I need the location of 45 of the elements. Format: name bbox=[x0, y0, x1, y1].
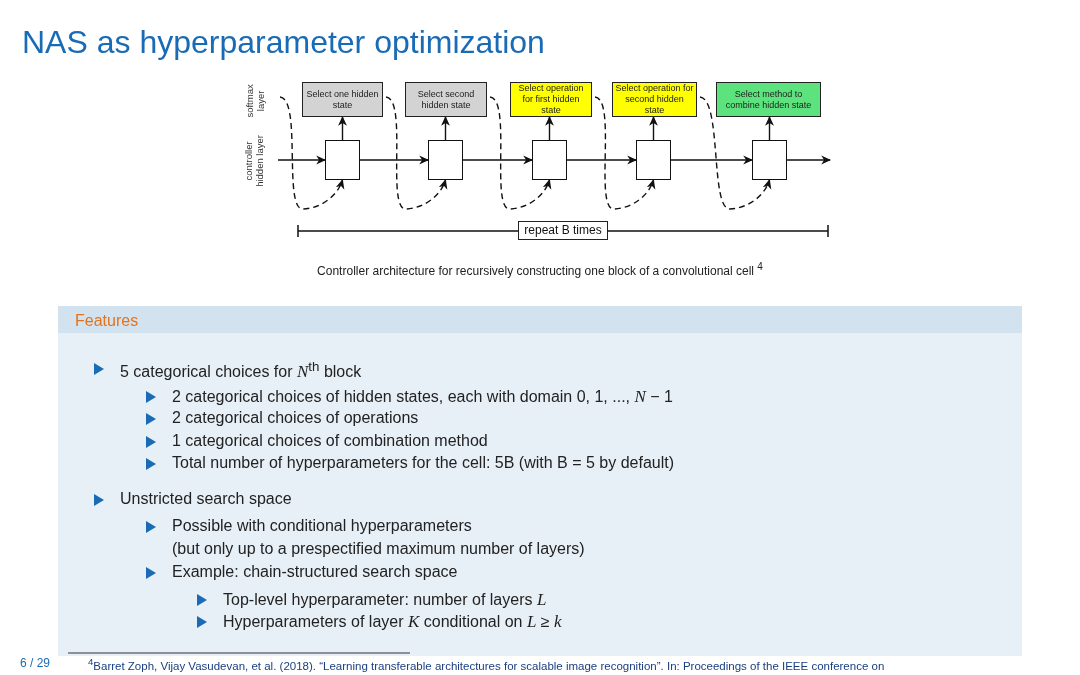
softmax-box: Select operation for first hidden state bbox=[510, 82, 592, 117]
arrow bbox=[545, 116, 554, 141]
bullet-text: Total number of hyperparameters for the cell: 5B (with B = 5 by default) bbox=[172, 454, 675, 472]
softmax-box: Select one hidden state bbox=[302, 82, 383, 117]
hidden-state-box bbox=[636, 140, 671, 180]
dashed-arrow bbox=[279, 96, 344, 210]
dashed-arrow bbox=[489, 96, 551, 210]
panel-heading: Features bbox=[75, 312, 139, 330]
layer-label: controller hidden layer bbox=[244, 134, 266, 189]
bullet-text: 2 categorical choices of hidden states, each with domain 0, 1, ..., N − 1 bbox=[172, 387, 673, 407]
arrow bbox=[765, 116, 774, 141]
dashed-arrow bbox=[385, 96, 447, 210]
bullet-text: 5 categorical choices for N$^{th}$ block bbox=[120, 359, 362, 383]
dashed-arrow bbox=[594, 96, 655, 210]
arrow bbox=[277, 155, 326, 165]
footnote: $^{4}$Barret Zoph, Vijay Vasudevan, et al. (2018). “Learning transferable architectures for scalable image recognition”. In: Proceedings of the IEEE conference on bbox=[88, 656, 885, 672]
bullet-text: Possible with conditional hyperparameters bbox=[172, 517, 472, 535]
arrow bbox=[338, 116, 347, 141]
bullet-text: 1 categorical choices of combination method bbox=[172, 432, 488, 450]
repeat-label: repeat B times bbox=[518, 221, 608, 240]
hidden-state-box bbox=[325, 140, 360, 180]
softmax-box: Select method to combine hidden state bbox=[716, 82, 821, 117]
arrow bbox=[441, 116, 450, 141]
arrow bbox=[462, 155, 533, 165]
page-number: 6 / 29 bbox=[20, 656, 51, 670]
figure-caption: Controller architecture for recursively constructing one block of a convolutional cell $^{4}$ bbox=[316, 261, 764, 278]
hidden-state-box bbox=[752, 140, 787, 180]
arrow bbox=[786, 155, 831, 165]
softmax-box: Select operation for second hidden state bbox=[612, 82, 697, 117]
bullet-text: Unstricted search space bbox=[120, 490, 292, 508]
slide-title: NAS as hyperparameter optimization bbox=[22, 24, 545, 61]
dashed-arrow bbox=[699, 96, 771, 210]
bullet-text: 2 categorical choices of operations bbox=[172, 409, 419, 427]
softmax-box: Select second hidden state bbox=[405, 82, 487, 117]
bullet-text: Hyperparameters of layer K conditional on L ≥ k bbox=[223, 612, 562, 632]
arrow bbox=[359, 155, 429, 165]
hidden-state-box bbox=[428, 140, 463, 180]
bullet-text: Example: chain-structured search space bbox=[172, 563, 458, 581]
arrow bbox=[566, 155, 637, 165]
arrow bbox=[670, 155, 753, 165]
arrow bbox=[649, 116, 658, 141]
layer-label: softmax layer bbox=[245, 83, 267, 120]
bullet-text: Top-level hyperparameter: number of layers L bbox=[223, 590, 547, 610]
hidden-state-box bbox=[532, 140, 567, 180]
bullet-text: (but only up to a prespectified maximum number of layers) bbox=[172, 540, 585, 558]
